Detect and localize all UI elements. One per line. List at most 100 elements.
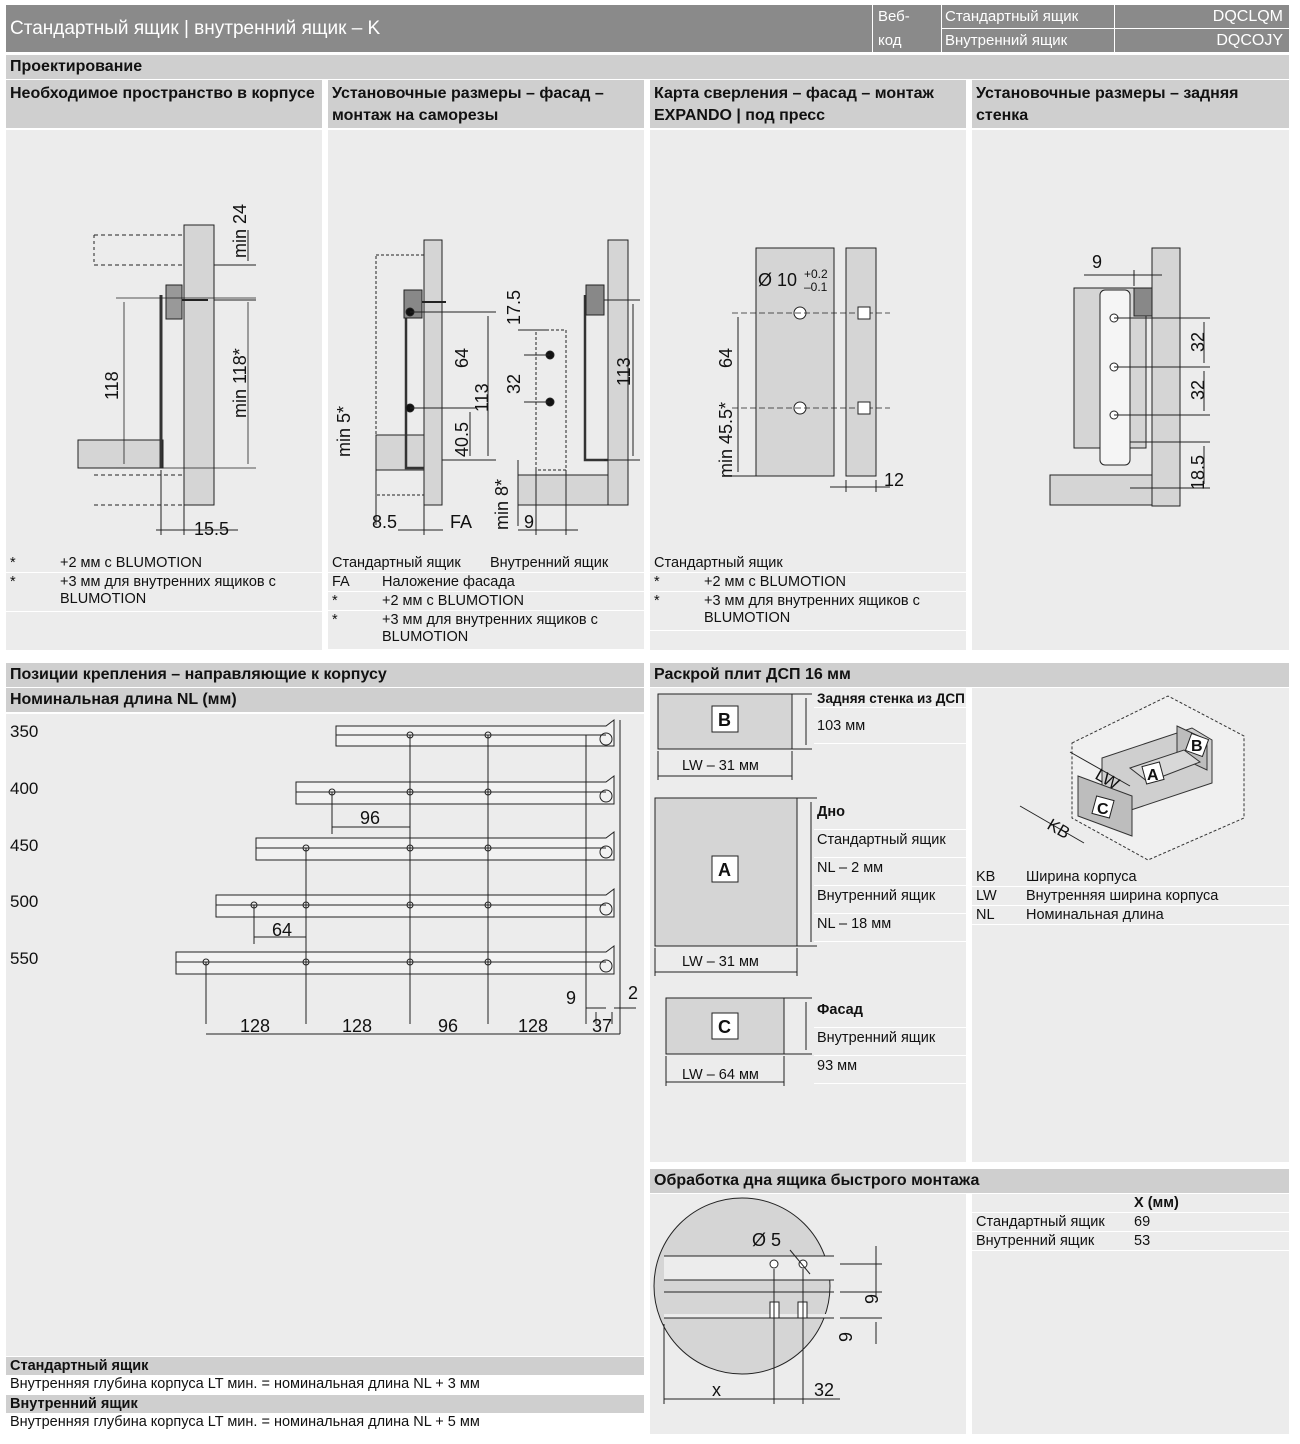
header-row-name: Стандартный ящик [945,8,1079,25]
web-code[interactable]: DQCOJY [1216,32,1283,49]
dim-96: 96 [438,1016,458,1036]
dim-min8: min 8* [492,479,512,530]
col3-title: Карта сверления – фасад – монтаж EXPANDO… [650,80,966,128]
positions-panel [6,714,644,1356]
dim-32: 32 [814,1380,834,1400]
col4-title: Установочные размеры – задняя стенка [972,80,1289,128]
panel-b-letter: B [718,710,731,730]
dim-fa: FA [450,512,472,532]
note-row: *+2 мм с BLUMOTION [6,555,322,573]
panel-a-line: Внутренний ящик [814,888,966,914]
isometric-drawer-drawing: B A C LW KB [1019,695,1245,861]
note-row: *+3 мм для внутренних ящиков с BLUMOTION [328,612,644,650]
note-row: *+2 мм с BLUMOTION [650,574,966,592]
length-label: 500 [10,892,39,911]
dim-64: 64 [272,920,292,940]
dim-min118: min 118* [230,348,250,418]
quick-table-header: X (мм) [972,1195,1289,1213]
panel-b-width: LW – 31 мм [682,758,759,774]
dim-min5: min 5* [334,406,354,457]
panel-a-line: Стандартный ящик [814,832,966,858]
dim-17-5: 17.5 [504,290,524,325]
iso-c-label: C [1097,801,1109,818]
panel-b-line: 103 мм [814,718,966,744]
front-drilling-drawing: Ø 10 +0.2 –0.1 64 min 45.5* 12 [716,247,904,492]
dim-9: 9 [1092,252,1102,272]
dim-min24: min 24 [230,204,250,258]
dim-diameter-10: Ø 10 [758,270,797,290]
dim-tol-minus: –0.1 [804,280,828,294]
footer-text: Внутренняя глубина корпуса LT мин. = ном… [10,1414,480,1430]
dim-96-top: 96 [360,808,380,828]
runner-positions-drawing: 96 64 9 2 128 128 96 128 37 [175,719,638,1036]
dim-18-5: 18.5 [1188,455,1208,490]
note-row: *+3 мм для внутренних ящиков с BLUMOTION [650,593,966,631]
section-design-title: Проектирование [6,55,1289,79]
dim-113-inner: 113 [614,357,634,386]
panel-c-letter: C [718,1017,731,1037]
dim-9-a: 9 [862,1294,882,1304]
col1-title: Необходимое пространство в корпусе [6,80,322,128]
dim-32: 32 [504,374,524,394]
dim-113: 113 [472,383,492,412]
quick-mount-drawing: Ø 5 9 9 x 32 [653,1197,882,1404]
page-title: Стандартный ящик | внутренний ящик – K [10,18,381,39]
positions-title: Позиции крепления – направляющие к корпу… [6,663,644,687]
dim-tol-plus: +0.2 [804,267,828,281]
dim-min45-5: min 45.5* [716,402,736,478]
panel-a-letter: A [718,860,731,880]
quick-title: Обработка дна ящика быстрого монтажа [650,1169,1289,1193]
positions-subtitle: Номинальная длина NL (мм) [6,688,644,712]
cabinet-space-drawing: min 24 118 min 118* 15.5 [77,204,256,539]
note-row: *+2 мм с BLUMOTION [328,593,644,611]
web-code-label: Веб- [878,8,910,25]
dim-2: 2 [628,983,638,1003]
dim-64: 64 [716,348,736,368]
iso-a-label: A [1147,767,1159,784]
footer-head: Внутренний ящик [6,1395,644,1413]
dim-64: 64 [452,348,472,368]
panel-a-width: LW – 31 мм [682,954,759,970]
dim-32-b: 32 [1188,380,1208,400]
cutting-drawing: B A C LW – 31 мм LW – 31 мм LW – 64 мм [654,693,817,1086]
dim-9: 9 [566,988,576,1008]
dim-32-a: 32 [1188,332,1208,352]
length-label: 400 [10,779,39,798]
length-label: 550 [10,949,39,968]
panel-a-head: Дно [814,804,966,830]
length-label: 350 [10,722,39,741]
dim-128-c: 128 [518,1016,548,1036]
panel-c-line: 93 мм [814,1058,966,1084]
footer-text: Внутренняя глубина корпуса LT мин. = ном… [10,1376,480,1392]
col2-title: Установочные размеры – фасад – монтаж на… [328,80,644,128]
front-screw-mount-drawing: min 5* 64 113 40.5 8.5 FA 17.5 32 113 mi… [334,239,640,535]
footer-head: Стандартный ящик [6,1357,644,1375]
iso-b-label: B [1191,738,1203,755]
web-code-label-2: код [878,32,902,49]
header-row-name: Внутренний ящик [945,32,1068,49]
panel-a-line: NL – 2 мм [814,860,966,886]
panel-b-head: Задняя стенка из ДСП [814,690,966,708]
dim-128-a: 128 [240,1016,270,1036]
dim-40-5: 40.5 [452,422,472,457]
dim-12: 12 [884,470,904,490]
dim-diameter-5: Ø 5 [752,1230,781,1250]
note-row: *+3 мм для внутренних ящиков с BLUMOTION [6,574,322,612]
dim-9-b: 9 [836,1332,856,1342]
iso-kb-label: KB [1044,815,1073,843]
col2-panel [328,130,644,650]
notes-head: Стандартный ящик [650,555,966,573]
dim-8-5: 8.5 [372,512,397,532]
dim-37: 37 [592,1016,612,1036]
page-header: Стандартный ящик | внутренний ящик – K В… [6,5,1289,52]
quick-table-panel [972,1194,1289,1434]
web-code[interactable]: DQCLQM [1212,8,1283,25]
dim-x: x [712,1380,721,1400]
